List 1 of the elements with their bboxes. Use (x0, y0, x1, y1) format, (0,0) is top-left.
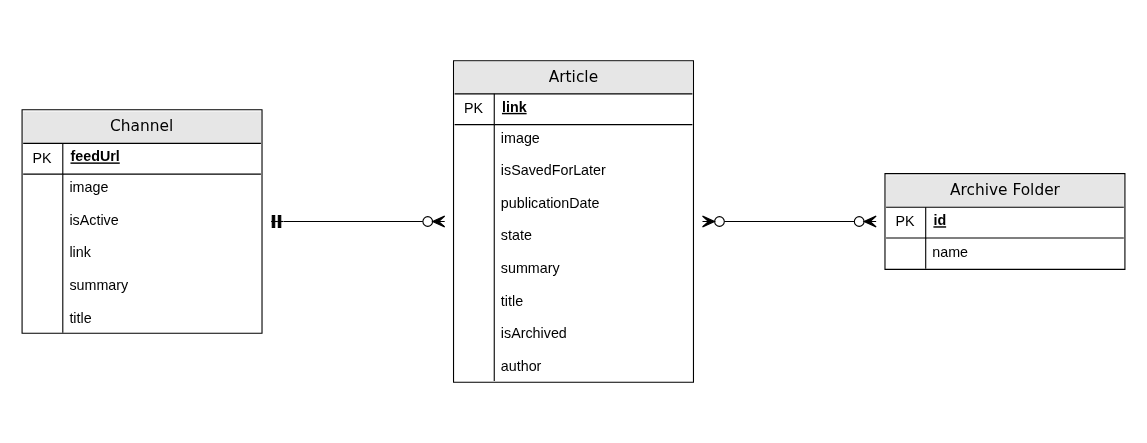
connector (701, 215, 877, 228)
